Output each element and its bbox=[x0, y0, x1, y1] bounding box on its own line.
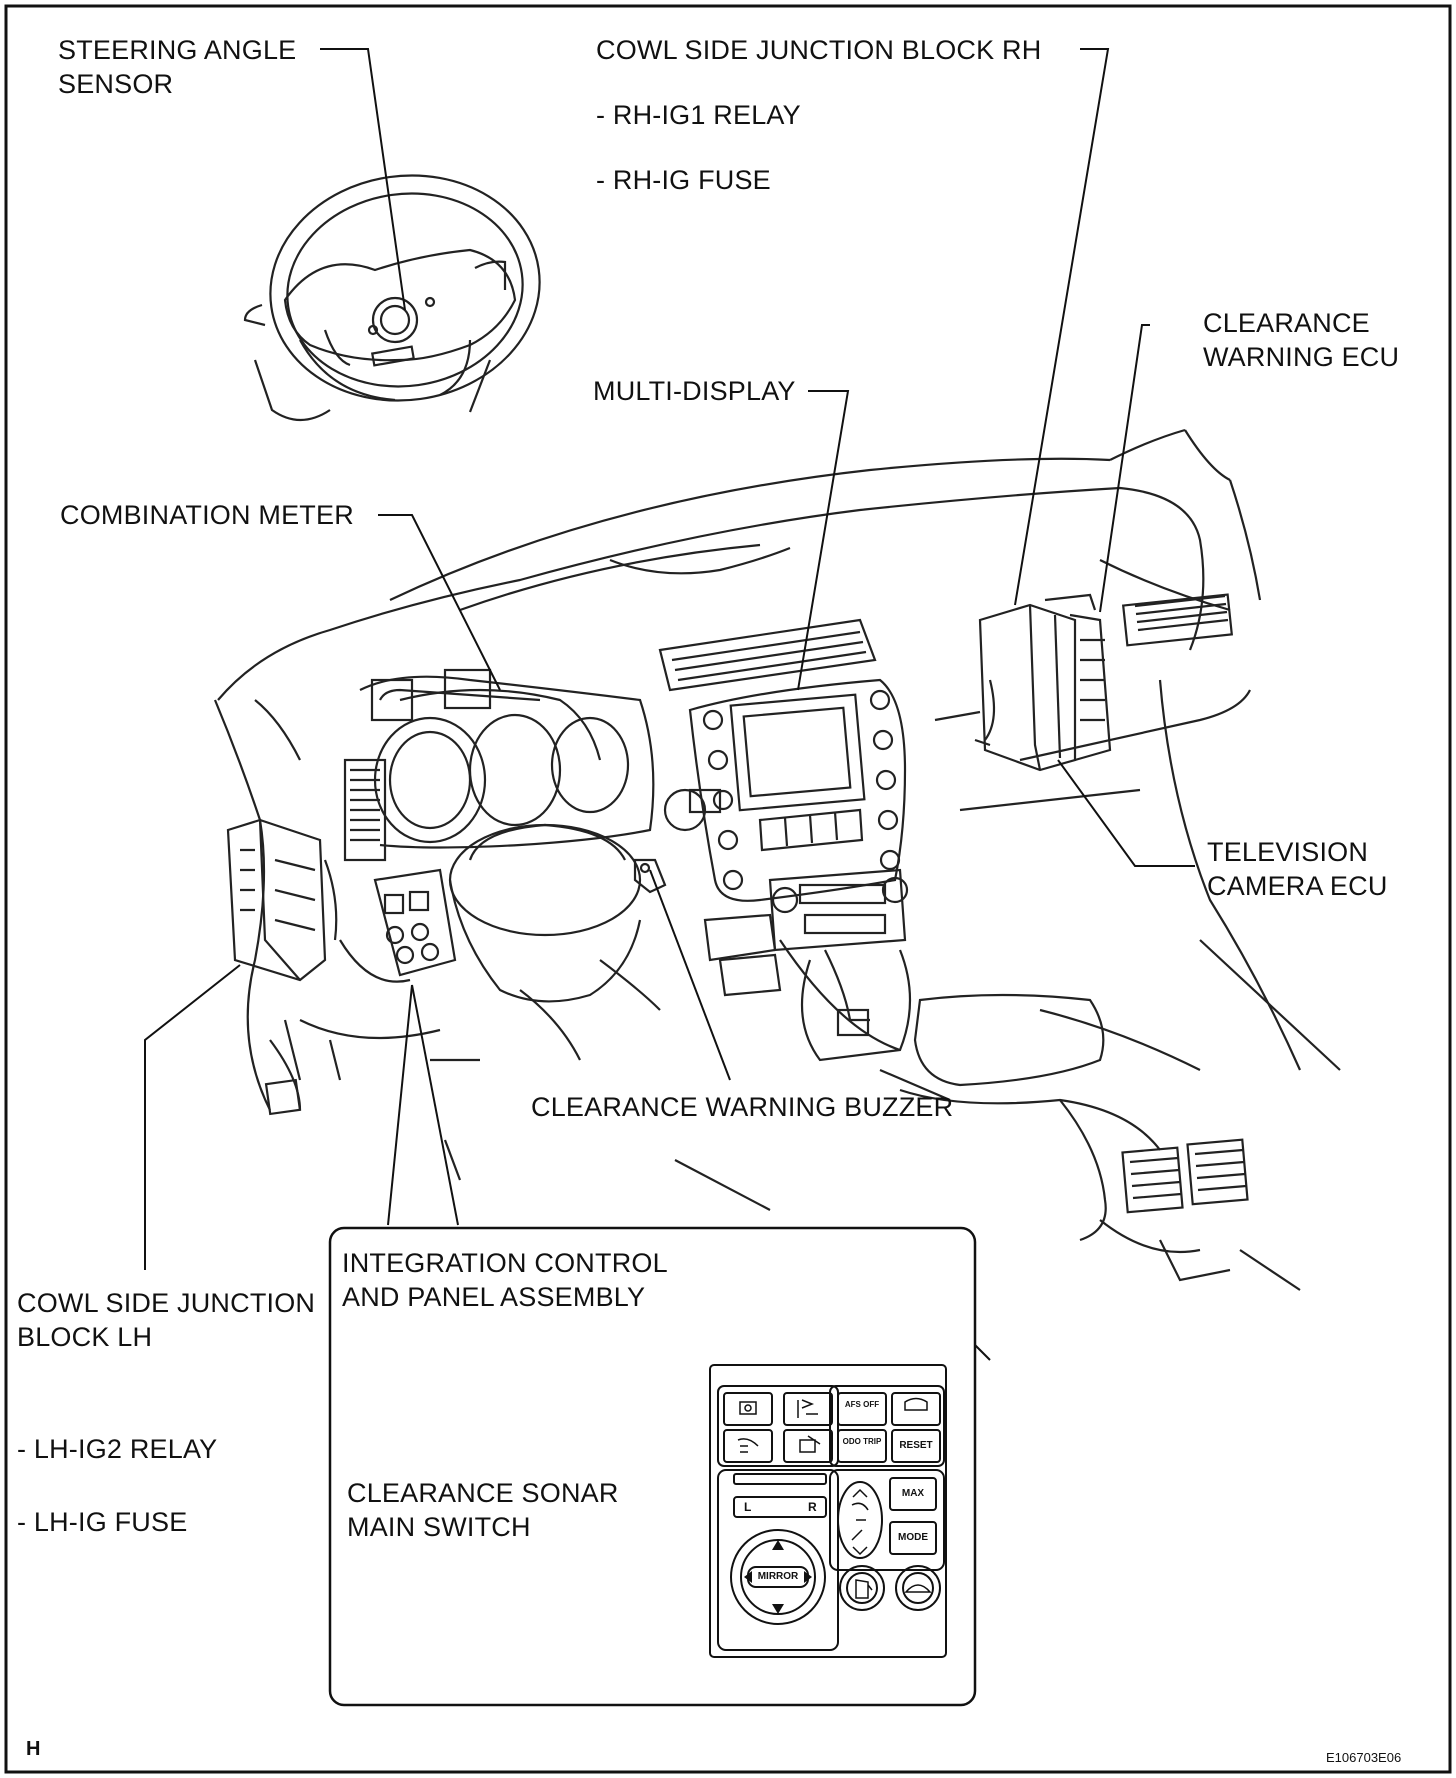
button-mirror-text: MIRROR bbox=[757, 1571, 799, 1582]
label-lh-ig-fuse: - LH-IG FUSE bbox=[17, 1507, 188, 1537]
label-steering-angle-sensor: STEERING ANGLE SENSOR bbox=[58, 33, 296, 101]
leader-television-camera-ecu bbox=[1057, 759, 1195, 867]
label-cowl-side-junction-block-lh: COWL SIDE JUNCTION BLOCK LH bbox=[17, 1286, 315, 1354]
button-mode-text: MODE bbox=[898, 1532, 928, 1543]
mirror-left-text: L bbox=[744, 1500, 752, 1514]
label-clearance-warning-ecu: CLEARANCE WARNING ECU bbox=[1203, 306, 1399, 374]
leader-cowl-lh bbox=[144, 964, 241, 1270]
label-clearance-sonar-main-switch: CLEARANCE SONAR MAIN SWITCH bbox=[347, 1476, 619, 1544]
label-rh-ig1-relay: - RH-IG1 RELAY bbox=[596, 100, 801, 130]
label-television-camera-ecu-line1: TELEVISION bbox=[1207, 837, 1369, 867]
leader-integration-control-2 bbox=[411, 984, 459, 1226]
label-cowl-lh-line2: BLOCK LH bbox=[17, 1322, 153, 1352]
leader-clearance-warning-ecu bbox=[1099, 324, 1150, 613]
leader-lines bbox=[144, 48, 1195, 1491]
figure-code: E106703E06 bbox=[1326, 1750, 1402, 1765]
leader-integration-control-1 bbox=[387, 984, 413, 1226]
button-reset-text: RESET bbox=[899, 1440, 933, 1451]
button-afs-off-text: AFS OFF bbox=[844, 1400, 880, 1409]
label-clearance-sonar-line1: CLEARANCE SONAR bbox=[347, 1478, 619, 1508]
switch-panel-drawing bbox=[709, 1364, 947, 1658]
label-steering-angle-sensor-line1: STEERING ANGLE bbox=[58, 35, 297, 65]
panel-small-icons bbox=[737, 1397, 932, 1599]
leader-combination-meter bbox=[378, 514, 501, 691]
label-rh-ig-fuse: - RH-IG FUSE bbox=[596, 165, 771, 195]
mirror-right-text: R bbox=[808, 1500, 817, 1514]
label-integration-control-line2: AND PANEL ASSEMBLY bbox=[342, 1282, 646, 1312]
label-cowl-lh-line1: COWL SIDE JUNCTION bbox=[17, 1288, 316, 1318]
label-combination-meter: COMBINATION METER bbox=[60, 500, 354, 530]
diagram-frame bbox=[4, 4, 1452, 1774]
leader-panel-callout bbox=[974, 1344, 991, 1361]
label-lh-ig2-relay: - LH-IG2 RELAY bbox=[17, 1434, 218, 1464]
label-multi-display: MULTI-DISPLAY bbox=[593, 376, 796, 406]
corner-letter: H bbox=[26, 1738, 41, 1760]
steering-wheel-drawing bbox=[243, 174, 541, 421]
button-odo-trip-text: ODO TRIP bbox=[842, 1437, 882, 1446]
label-clearance-sonar-line2: MAIN SWITCH bbox=[347, 1512, 531, 1542]
dashboard-drawing bbox=[213, 428, 1341, 1291]
label-integration-control-line1: INTEGRATION CONTROL bbox=[342, 1248, 668, 1278]
mirror-arrow-icons bbox=[744, 1540, 812, 1614]
label-television-camera-ecu: TELEVISION CAMERA ECU bbox=[1207, 835, 1388, 903]
label-steering-angle-sensor-line2: SENSOR bbox=[58, 69, 174, 99]
leader-clearance-warning-buzzer bbox=[649, 869, 731, 1081]
label-integration-control-panel-assembly: INTEGRATION CONTROL AND PANEL ASSEMBLY bbox=[342, 1246, 668, 1314]
leader-cowl-rh bbox=[1014, 48, 1110, 606]
leader-steering-angle-sensor bbox=[320, 48, 406, 311]
leader-multi-display bbox=[797, 390, 850, 691]
label-cowl-side-junction-block-rh: COWL SIDE JUNCTION BLOCK RH bbox=[596, 35, 1042, 65]
label-clearance-warning-buzzer: CLEARANCE WARNING BUZZER bbox=[531, 1092, 954, 1122]
label-clearance-warning-ecu-line1: CLEARANCE bbox=[1203, 308, 1370, 338]
label-clearance-warning-ecu-line2: WARNING ECU bbox=[1203, 342, 1400, 372]
label-television-camera-ecu-line2: CAMERA ECU bbox=[1207, 871, 1388, 901]
button-max-text: MAX bbox=[901, 1488, 925, 1499]
